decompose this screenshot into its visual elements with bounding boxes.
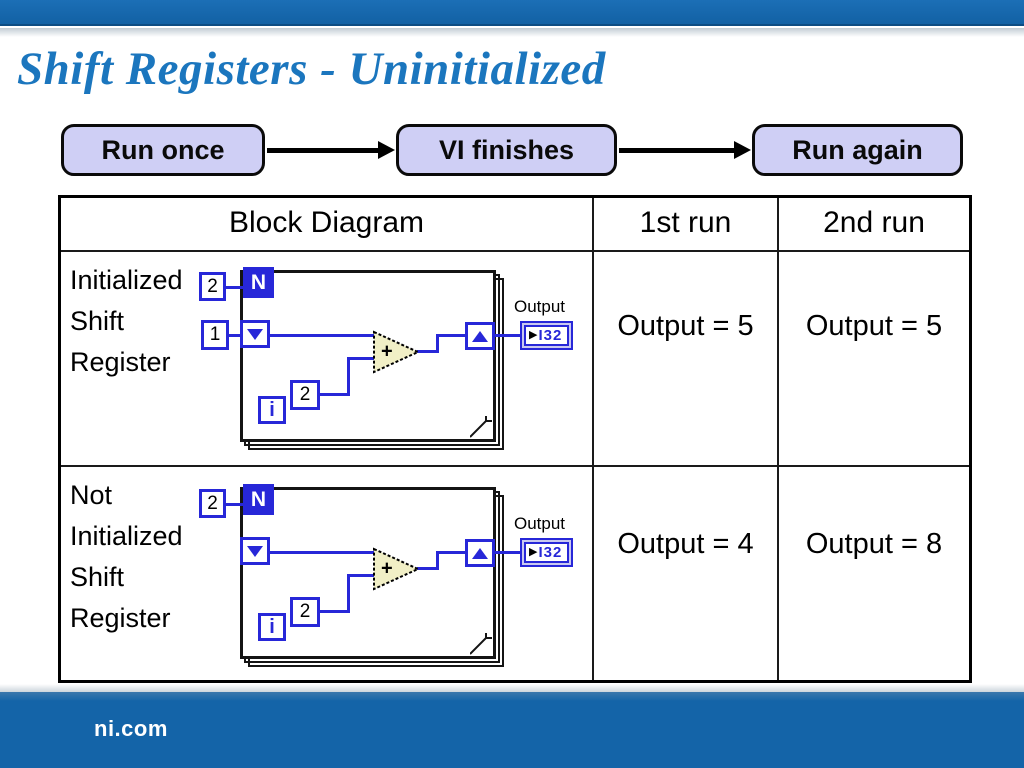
output-indicator-inner: ▶ I32 bbox=[524, 325, 570, 346]
result-cell: Output = 4 bbox=[617, 528, 754, 560]
shift-register-left-terminal bbox=[240, 320, 270, 348]
increment-constant: 2 bbox=[290, 380, 320, 410]
output-label: Output bbox=[514, 297, 566, 316]
page-fold-icon bbox=[470, 633, 492, 655]
shift-register-left-terminal bbox=[240, 537, 270, 565]
shift-register-down-icon bbox=[247, 545, 263, 557]
output-indicator: ▶ I32 bbox=[520, 321, 574, 350]
flow-arrow-icon bbox=[619, 140, 751, 160]
wire bbox=[228, 334, 241, 337]
row-label-initialized: Initialized Shift Register bbox=[70, 265, 183, 377]
wire bbox=[436, 334, 439, 353]
count-constant: 2 bbox=[199, 489, 226, 518]
footer-shadow bbox=[0, 684, 1024, 692]
wire bbox=[319, 393, 350, 396]
add-triangle-icon bbox=[373, 547, 421, 591]
output-label: Output bbox=[514, 514, 566, 533]
result-cell: Output = 5 bbox=[805, 310, 943, 342]
arrow-shaft bbox=[267, 148, 381, 153]
top-bar-shadow bbox=[0, 28, 1024, 37]
column-header-block-diagram: Block Diagram bbox=[228, 206, 425, 239]
flow-step-run-again: Run again bbox=[752, 124, 963, 176]
add-node: + bbox=[372, 547, 421, 591]
wire bbox=[493, 334, 521, 337]
wire bbox=[268, 334, 376, 337]
count-constant: 2 bbox=[199, 272, 226, 301]
loop-count-terminal: N bbox=[243, 484, 274, 515]
add-triangle-icon bbox=[373, 330, 421, 374]
wire bbox=[347, 357, 375, 360]
wire bbox=[319, 610, 350, 613]
results-table: Block Diagram 1st run 2nd run Initialize… bbox=[58, 195, 972, 683]
output-indicator: ▶ I32 bbox=[520, 538, 574, 567]
wire bbox=[436, 334, 467, 337]
indicator-type: I32 bbox=[538, 544, 563, 561]
wire bbox=[417, 350, 439, 353]
wire bbox=[225, 503, 244, 506]
top-bar bbox=[0, 0, 1024, 26]
shift-register-down-icon bbox=[247, 328, 263, 340]
arrow-head-icon bbox=[378, 141, 395, 159]
shift-register-right-terminal bbox=[465, 539, 495, 567]
iteration-terminal: i bbox=[258, 396, 286, 424]
flow-step-label: VI finishes bbox=[438, 134, 575, 165]
wire bbox=[347, 574, 375, 577]
indicator-type: I32 bbox=[538, 327, 563, 344]
brand-text: ni.com bbox=[94, 716, 168, 741]
wire bbox=[347, 357, 350, 396]
page-fold-icon bbox=[470, 416, 492, 438]
flow-step-vi-finishes: VI finishes bbox=[396, 124, 617, 176]
loop-count-terminal: N bbox=[243, 267, 274, 298]
flow-arrow-icon bbox=[267, 140, 395, 160]
output-indicator-inner: ▶ I32 bbox=[524, 542, 570, 563]
table-column-divider bbox=[592, 198, 594, 680]
increment-constant: 2 bbox=[290, 597, 320, 627]
labview-diagram-uninitialized: 2 N + 2 i Output ▶ I32 bbox=[199, 484, 599, 674]
flow-step-run-once: Run once bbox=[61, 124, 265, 176]
plus-symbol: + bbox=[381, 340, 393, 363]
column-header-first-run: 1st run bbox=[639, 206, 732, 239]
init-constant: 1 bbox=[201, 320, 229, 350]
add-node: + bbox=[372, 330, 421, 374]
shift-register-up-icon bbox=[472, 547, 488, 559]
flow-step-label: Run once bbox=[101, 134, 225, 165]
wire bbox=[436, 551, 439, 570]
indicator-arrow-icon: ▶ bbox=[529, 329, 538, 341]
wire bbox=[268, 551, 376, 554]
iteration-terminal: i bbox=[258, 613, 286, 641]
flow-step-label: Run again bbox=[792, 134, 923, 165]
wire bbox=[225, 286, 244, 289]
table-row-divider bbox=[61, 250, 969, 252]
plus-symbol: + bbox=[381, 557, 393, 580]
indicator-arrow-icon: ▶ bbox=[529, 546, 538, 558]
arrow-head-icon bbox=[734, 141, 751, 159]
shift-register-right-terminal bbox=[465, 322, 495, 350]
column-header-second-run: 2nd run bbox=[823, 206, 925, 239]
wire bbox=[436, 551, 467, 554]
result-cell: Output = 5 bbox=[617, 310, 754, 342]
table-row-divider bbox=[61, 465, 969, 467]
labview-diagram-initialized: 2 N 1 + 2 i Output ▶ I32 bbox=[199, 267, 599, 457]
arrow-shaft bbox=[619, 148, 737, 153]
wire bbox=[493, 551, 521, 554]
shift-register-up-icon bbox=[472, 330, 488, 342]
table-column-divider bbox=[777, 198, 779, 680]
row-label-not-initialized: Not Initialized Shift Register bbox=[70, 480, 183, 633]
page-title: Shift Registers - Uninitialized bbox=[17, 43, 606, 95]
result-cell: Output = 8 bbox=[805, 528, 943, 560]
footer-bar: ni.com bbox=[0, 692, 1024, 768]
wire bbox=[417, 567, 439, 570]
wire bbox=[347, 574, 350, 613]
